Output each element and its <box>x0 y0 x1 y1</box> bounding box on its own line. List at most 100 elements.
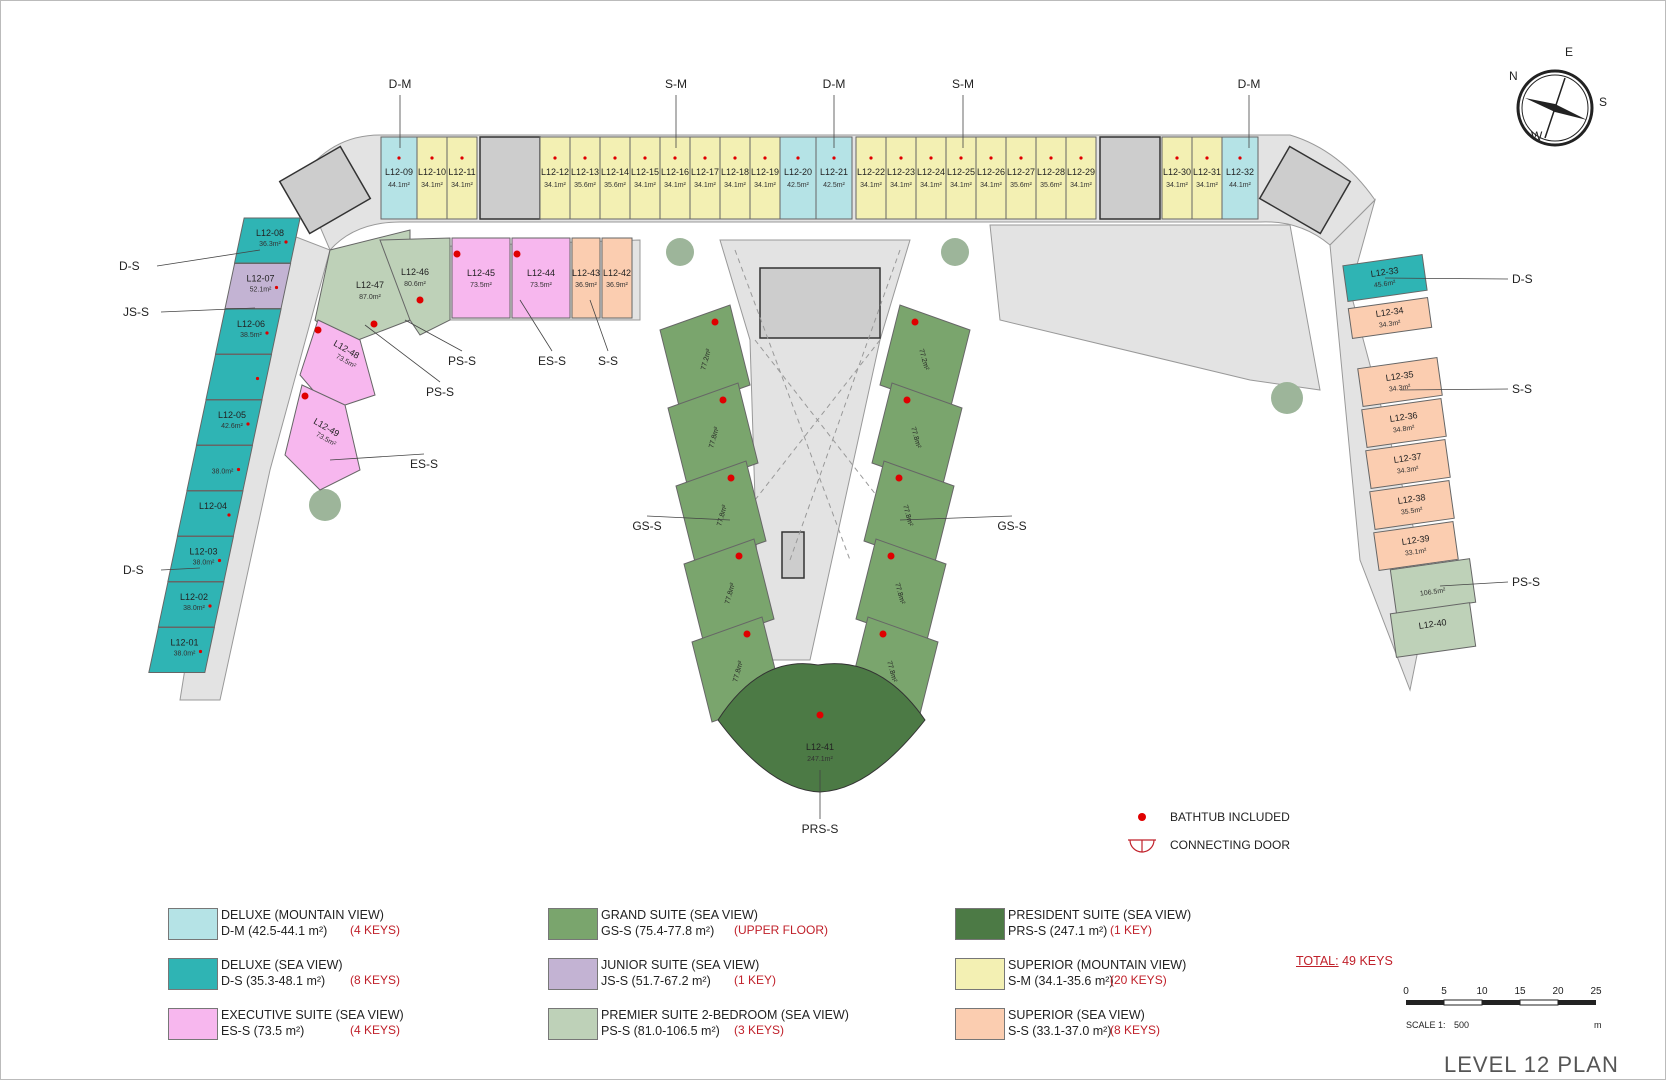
callout-d-s: D-S <box>119 249 261 273</box>
unit-shape <box>629 136 661 220</box>
unit-shape <box>871 382 963 489</box>
bathtub-icon <box>416 296 424 304</box>
unit-L12-05[interactable]: L12-05 42.6m² <box>195 399 263 446</box>
legend-detail: D-S (35.3-48.1 m²) <box>221 974 326 988</box>
door-dot-icon <box>1019 156 1023 160</box>
unit-shape <box>380 136 418 220</box>
unit-shape <box>314 229 411 346</box>
unit-id: L12-02 <box>180 592 208 602</box>
unit-shape <box>855 538 947 645</box>
bathtub-icon <box>314 326 322 334</box>
unit-id: L12-01 <box>170 638 198 648</box>
unit-area: 34.1m² <box>634 182 656 189</box>
legend-name: DELUXE (MOUNTAIN VIEW) <box>221 908 384 922</box>
unit-area: 42.6m² <box>221 423 243 430</box>
unit-left-3[interactable] <box>205 354 273 400</box>
unit-id: L12-12 <box>541 167 569 177</box>
unit-id: L12-05 <box>218 410 246 420</box>
bathtub-icon <box>903 396 911 404</box>
grand-suite-right-3[interactable]: 77.8m² <box>863 460 955 567</box>
grand-suite-left-2[interactable]: 77.8m² <box>667 382 759 489</box>
grand-suite-left-4[interactable]: 77.8m² <box>683 538 775 645</box>
door-dot-icon <box>1079 156 1083 160</box>
unit-id: L12-39 <box>1401 533 1430 547</box>
callout-d-s: D-S <box>1384 272 1533 286</box>
unit-id: L12-23 <box>887 167 915 177</box>
marker-legend: BATHTUB INCLUDED CONNECTING DOOR <box>1128 810 1290 853</box>
grand-suite-right-1[interactable]: 77.2m² <box>879 304 971 411</box>
callout-label: D-M <box>1238 77 1261 91</box>
callout-label: S-S <box>1512 382 1532 396</box>
callout-ps-s: PS-S <box>364 324 454 399</box>
legend-keys: (4 KEYS) <box>350 1023 401 1037</box>
grand-suite-left-1[interactable]: 77.2m² <box>659 304 751 411</box>
unit-shape <box>945 136 977 220</box>
grand-suite-left-3[interactable]: 77.8m² <box>675 460 767 567</box>
unit-L12-40[interactable]: L12-40 <box>1389 602 1477 658</box>
unit-left-5[interactable]: 38.0m² <box>186 445 254 491</box>
grand-suite-right-2[interactable]: 77.8m² <box>871 382 963 489</box>
unit-shape <box>299 319 376 411</box>
bathtub-icon <box>453 250 461 258</box>
unit-shape <box>717 663 926 793</box>
legend-swatch-es <box>168 1008 218 1040</box>
unit-id: L12-21 <box>820 167 848 177</box>
grand-suite-right-4[interactable]: 77.8m² <box>855 538 947 645</box>
unit-shape <box>1361 398 1447 448</box>
unit-L12-04[interactable]: L12-04 <box>176 490 244 537</box>
door-dot-icon <box>763 156 767 160</box>
door-dot-icon <box>208 604 212 608</box>
legend-swatch-js <box>548 958 598 990</box>
door-dot-icon <box>1049 156 1053 160</box>
callout-s-s: S-S <box>1399 382 1532 396</box>
unit-area: 36.9m² <box>606 282 628 289</box>
